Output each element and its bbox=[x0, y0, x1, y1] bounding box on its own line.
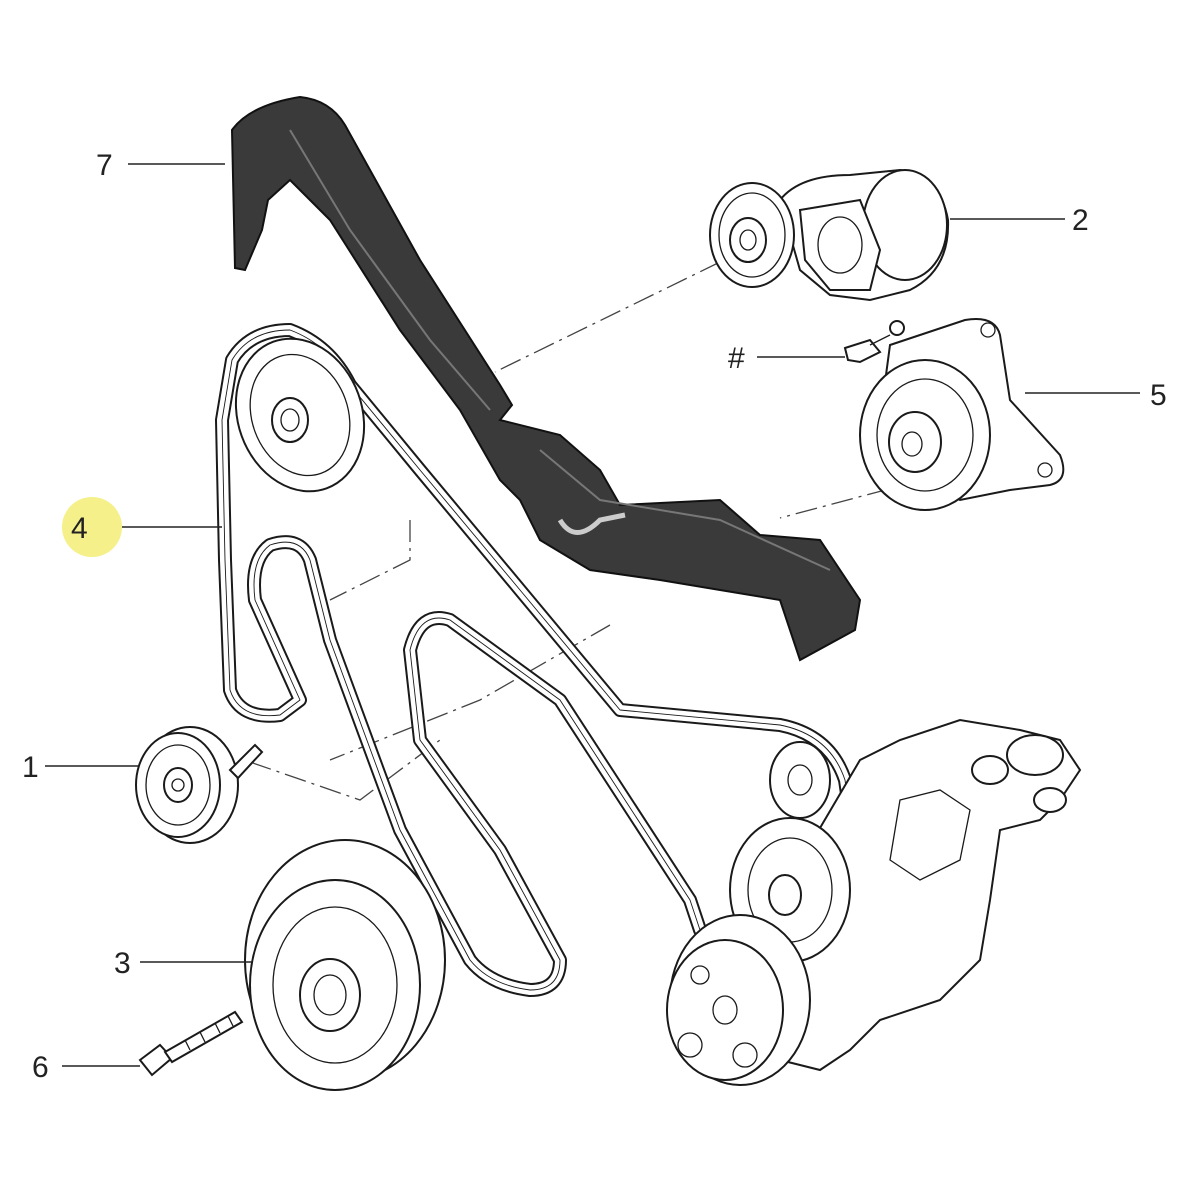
belt-cover-part-7 bbox=[230, 95, 862, 662]
tensioner-part-2 bbox=[709, 168, 950, 302]
idler-bracket-part-5 bbox=[843, 318, 1065, 511]
callout-label-2: 2 bbox=[1072, 204, 1089, 237]
callout-label-4[interactable]: 4 bbox=[71, 512, 88, 545]
callout-label-1: 1 bbox=[22, 751, 39, 784]
crankshaft-pulley-part-3 bbox=[244, 839, 446, 1091]
bolt-part-6 bbox=[138, 1010, 244, 1077]
water-pump-assembly bbox=[666, 718, 1082, 1086]
idler-pulley-part-1 bbox=[135, 726, 264, 844]
upper-idler-pulley bbox=[234, 337, 366, 493]
callout-4-highlight bbox=[62, 497, 122, 557]
callout-label-5: 5 bbox=[1150, 379, 1167, 412]
callout-label-6: 6 bbox=[32, 1051, 49, 1084]
serpentine-belt-part-4 bbox=[215, 323, 879, 1055]
leader-lines bbox=[45, 163, 1140, 1067]
callout-label-7: 7 bbox=[96, 149, 113, 182]
callout-label-3: 3 bbox=[114, 947, 131, 980]
callout-label-hash: # bbox=[728, 342, 745, 375]
